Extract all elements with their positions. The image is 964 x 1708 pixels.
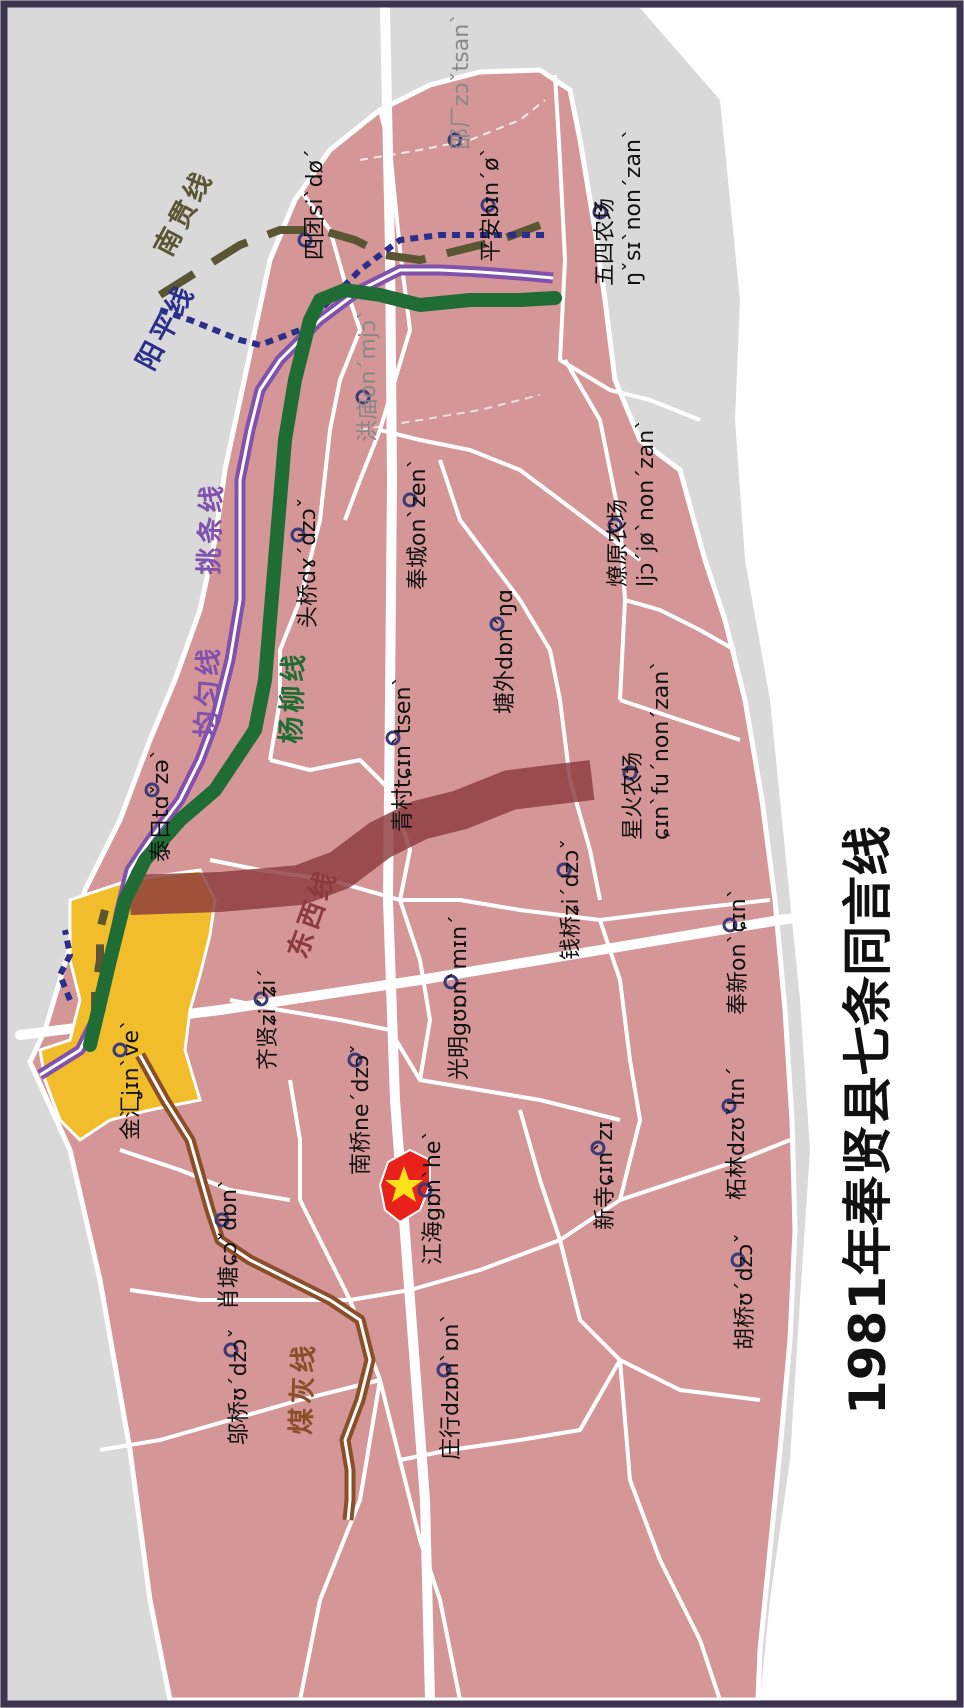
label-qianqiao: 钱桥ʑiˊdzɔˇ bbox=[559, 839, 584, 960]
label-liaoyuan: 燎原农场 bbox=[606, 499, 631, 587]
label-zhuangxing: 庄行dzɒnˋɒnˋ bbox=[439, 1313, 464, 1460]
isogloss-meihui bbox=[135, 1052, 376, 1521]
marker-tangwai bbox=[489, 616, 505, 632]
label-yangliu: 杨柳线 bbox=[276, 650, 310, 744]
marker-jinhui bbox=[112, 1042, 128, 1058]
marker-xinghuo bbox=[622, 765, 638, 781]
label-jinhui: 金汇ʝɪnˋveˋ bbox=[119, 1019, 144, 1140]
marker-zhelin bbox=[721, 1098, 737, 1114]
marker-xiaotang bbox=[214, 1212, 230, 1228]
label-touqiao: 头桥dɤˊdzɔˇ bbox=[296, 497, 321, 628]
label-qixian: 齐贤ʑiˊʑiˊ bbox=[256, 969, 281, 1070]
label-zhelin: 柘林dzʊˇlɪnˊ bbox=[725, 1067, 750, 1200]
county-seat-star bbox=[385, 1166, 423, 1202]
marker-fengxin bbox=[722, 917, 738, 933]
marker-xituan bbox=[297, 232, 313, 248]
place-markers bbox=[112, 132, 746, 1378]
isogloss-yangliu bbox=[83, 283, 562, 1052]
isogloss-dongxi-band bbox=[129, 760, 595, 915]
marker-touqiao bbox=[290, 527, 306, 543]
marker-pingan bbox=[480, 197, 496, 213]
marker-huqiao bbox=[730, 1252, 746, 1268]
label-xinsi: 新寺ɕɪnˋzɪ bbox=[593, 1121, 618, 1230]
marker-xinsi bbox=[590, 1140, 606, 1156]
label-guangming: 光明gʊɒnˋmɪnˊ bbox=[447, 915, 472, 1080]
label-jianghai: 江海gɒnˋheˋ bbox=[421, 1130, 446, 1265]
label-meihui: 煤灰线 bbox=[286, 1341, 320, 1435]
label-fengcheng: 奉城onˋzenˋ bbox=[406, 458, 431, 590]
label-pingan: 平安bɪnˊøˋ bbox=[479, 146, 504, 262]
marker-hongmiao bbox=[355, 389, 371, 405]
label-tiaotiao: 挑条线 bbox=[194, 481, 228, 575]
county-land bbox=[27, 67, 798, 1703]
marker-shaochang bbox=[447, 132, 463, 148]
marker-zhuangxing bbox=[436, 1362, 452, 1378]
label-tairi: 泰日tɑˇzəˋ bbox=[149, 748, 174, 862]
marker-fengcheng bbox=[402, 492, 418, 508]
label-zhuqiao: 邬桥ʊˊdzɔˇ bbox=[227, 1328, 252, 1445]
label-hongmiao: 洪庙onˊmjɔˋ bbox=[356, 309, 381, 442]
marker-zhuqiao bbox=[223, 1342, 239, 1358]
title-panel-background bbox=[640, 8, 958, 1700]
label-qingcun: 青村tɕɪnˋtsenˋ bbox=[391, 676, 416, 832]
label-xinghuo-ipa: ɕɪnˋfuˊnonˊzanˋ bbox=[649, 660, 674, 840]
place-labels: 邵厂zɔˇtsanˋ 四团siˋdøˊ 平安bɪnˊøˋ 五四农场 ŋˇsɪˋn… bbox=[119, 13, 758, 1460]
marker-qingcun bbox=[385, 730, 401, 746]
marker-liaoyuan bbox=[607, 517, 623, 533]
label-wusi: 五四农场 bbox=[593, 198, 618, 286]
marker-wusi bbox=[592, 204, 608, 220]
map-title: 1981年奉贤县七条同言线 bbox=[839, 826, 897, 1415]
marker-qixian bbox=[253, 991, 269, 1007]
district-boundaries bbox=[99, 74, 791, 1701]
label-xituan: 四团siˋdøˊ bbox=[303, 149, 328, 260]
label-xinghuo: 星火农场 bbox=[621, 752, 646, 840]
label-tangwai: 塘外dɒnˊŋɑ bbox=[493, 589, 518, 714]
marker-qianqiao bbox=[556, 862, 572, 878]
label-wusi-ipa: ŋˇsɪˋnonˊzanˋ bbox=[621, 128, 646, 286]
label-huqiao: 胡桥ʊˊdzɔˇ bbox=[733, 1233, 758, 1350]
label-junyun: 均匀线 bbox=[191, 644, 225, 738]
marker-nanqiao bbox=[347, 1052, 363, 1068]
isogloss-nanguan bbox=[157, 221, 542, 299]
isogloss-yangping bbox=[159, 232, 548, 349]
isogloss-yangping-west bbox=[56, 929, 74, 1002]
marker-jianghai bbox=[417, 1182, 433, 1198]
marker-guangming bbox=[443, 974, 459, 990]
label-fengxin: 奉新onˋɕɪnˋ bbox=[726, 887, 751, 1015]
label-liaoyuan-ipa: ljɔˊjøˋnonˊzanˋ bbox=[634, 419, 659, 587]
label-shaochang: 邵厂zɔˇtsanˋ bbox=[449, 13, 474, 150]
label-xiaotang: 肖塘ɕɔˇdɒnˋ bbox=[217, 1178, 242, 1310]
marker-tairi bbox=[144, 782, 160, 798]
label-nanqiao: 南桥neˊdzɔˇ bbox=[349, 1044, 374, 1175]
